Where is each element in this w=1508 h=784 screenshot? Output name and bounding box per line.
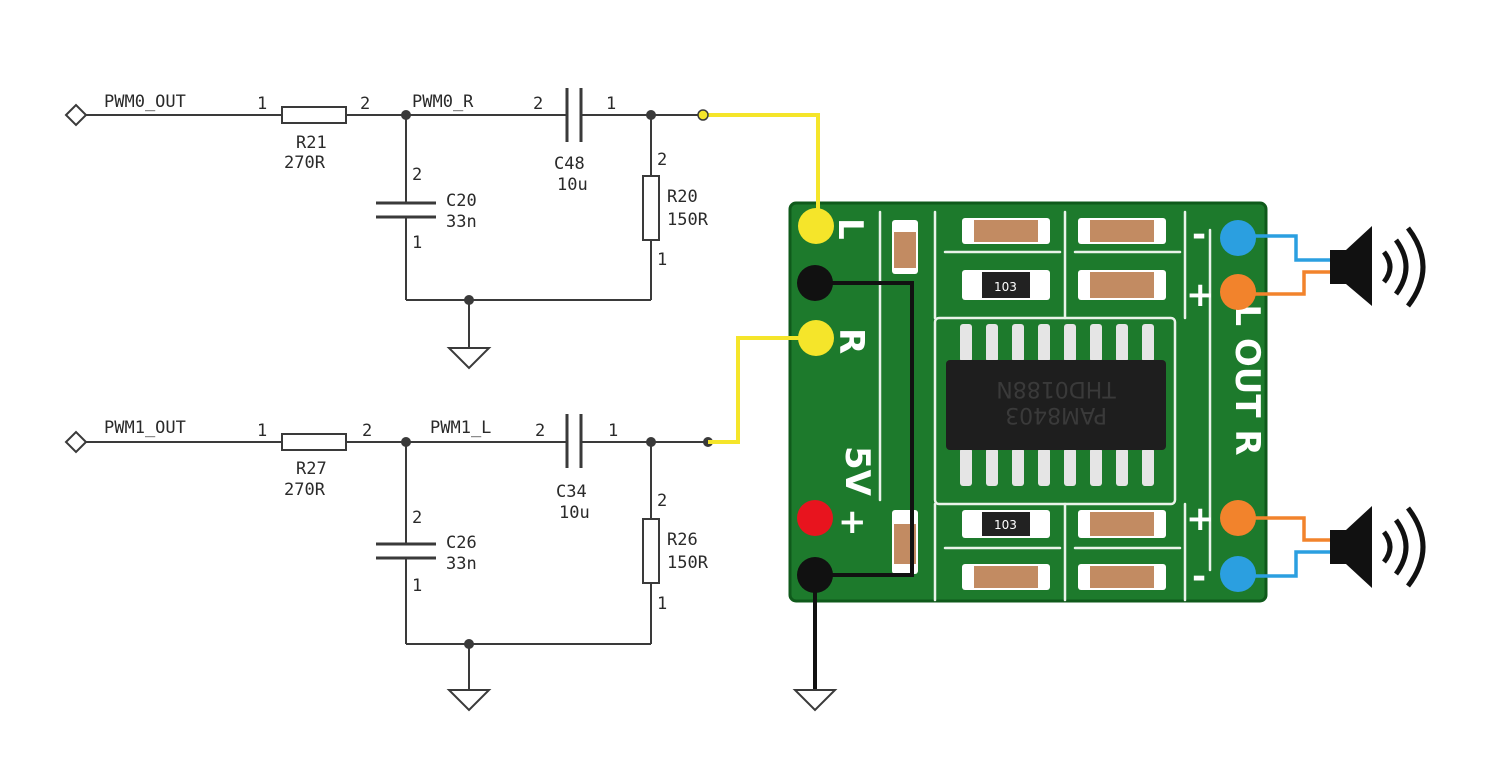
yellow-wire-right (708, 336, 818, 444)
pin-label: 1 (608, 421, 618, 441)
pad-l-out-plus (1220, 274, 1256, 310)
component-value: 270R (284, 153, 326, 173)
label-out: L OUT R (1227, 304, 1267, 455)
label-plus-l: + (1186, 275, 1215, 315)
component-ref: C34 (556, 482, 587, 502)
channel0-circuit (64, 88, 700, 370)
ground-icon (446, 689, 492, 712)
pin-label: 2 (362, 421, 372, 441)
pam8403-chip (946, 360, 1166, 450)
channel1-circuit (64, 414, 713, 712)
smd-codes: 103 103 (994, 280, 1017, 532)
pin-label: 2 (412, 508, 422, 528)
component-value: 150R (667, 210, 709, 230)
pin-label: 1 (606, 94, 616, 114)
pad-r-out-minus (1220, 556, 1256, 592)
smd-code: 103 (994, 518, 1017, 532)
label-r-input: R (831, 328, 871, 354)
component-ref: C20 (446, 191, 477, 211)
component-value: 150R (667, 553, 709, 573)
component-value: 33n (446, 554, 477, 574)
port-label: PWM0_OUT (104, 92, 186, 112)
component-ref: C26 (446, 533, 477, 553)
port-label: PWM1_OUT (104, 418, 186, 438)
ground-icon (792, 689, 838, 712)
pin-label: 2 (657, 150, 667, 170)
chip-line1: PAM8403 (1005, 402, 1107, 427)
ic-pins (960, 324, 1154, 486)
label-minus-l: - (1192, 215, 1206, 255)
pcb-labels: L R 5V + L OUT R - + + - (830, 215, 1267, 597)
speaker-wires (1252, 234, 1330, 578)
component-ref: R20 (667, 187, 698, 207)
signal-wires (697, 109, 914, 712)
resistor-r26 (642, 518, 660, 584)
speaker-icon (1330, 226, 1426, 308)
channel0-labels: PWM0_OUT PWM0_R 1 2 2 1 R21 270R C48 10u… (104, 92, 709, 270)
net-label: PWM0_R (412, 92, 474, 112)
speaker-icon (1330, 506, 1426, 588)
pin-label: 1 (257, 94, 267, 114)
pad-l-input (798, 208, 834, 244)
port-diamond-icon (64, 430, 88, 454)
channel1-labels: PWM1_OUT PWM1_L 1 2 2 1 R27 270R C34 10u… (104, 418, 709, 614)
component-value: 33n (446, 212, 477, 232)
net-label: PWM1_L (430, 418, 491, 438)
component-ref: R21 (296, 133, 327, 153)
component-value: 10u (559, 503, 590, 523)
pad-5v (797, 500, 833, 536)
pcb-silkscreen (878, 210, 1212, 602)
resistor-r27 (281, 433, 347, 451)
pin-label: 2 (657, 491, 667, 511)
pin-label: 2 (535, 421, 545, 441)
component-ref: C48 (554, 154, 585, 174)
component-ref: R27 (296, 459, 327, 479)
pad-ground-top (797, 265, 833, 301)
chip-line2: THD0188N (996, 376, 1116, 401)
label-minus-r: - (1192, 557, 1206, 597)
resistor-r21 (281, 106, 347, 124)
pin-label: 2 (412, 165, 422, 185)
pad-r-out-plus (1220, 500, 1256, 536)
chip-marking: PAM8403 THD0188N (996, 376, 1116, 427)
label-plus-r: + (1186, 499, 1215, 539)
component-ref: R26 (667, 530, 698, 550)
pin-label: 1 (412, 576, 422, 596)
ground-icon (446, 347, 492, 370)
pin-label: 1 (657, 594, 667, 614)
pad-r-input (798, 320, 834, 356)
label-plus-power: + (838, 502, 867, 542)
amplifier-module: 103 103 PAM8403 THD0188N (788, 201, 1268, 603)
label-l-input: L (830, 218, 870, 240)
label-5v: 5V (837, 446, 877, 497)
pin-label: 1 (657, 250, 667, 270)
ground-wire-module (815, 281, 914, 577)
smd-code: 103 (994, 280, 1017, 294)
pin-label: 1 (412, 233, 422, 253)
pin-label: 2 (533, 94, 543, 114)
resistor-r20 (642, 175, 660, 241)
pad-l-out-minus (1220, 220, 1256, 256)
pin-label: 2 (360, 94, 370, 114)
port-diamond-icon (64, 103, 88, 127)
yellow-wire-left (702, 113, 820, 226)
pad-ground-bottom (797, 557, 833, 593)
pin-label: 1 (257, 421, 267, 441)
component-value: 10u (557, 175, 588, 195)
module-pads (797, 208, 1256, 593)
component-value: 270R (284, 480, 326, 500)
